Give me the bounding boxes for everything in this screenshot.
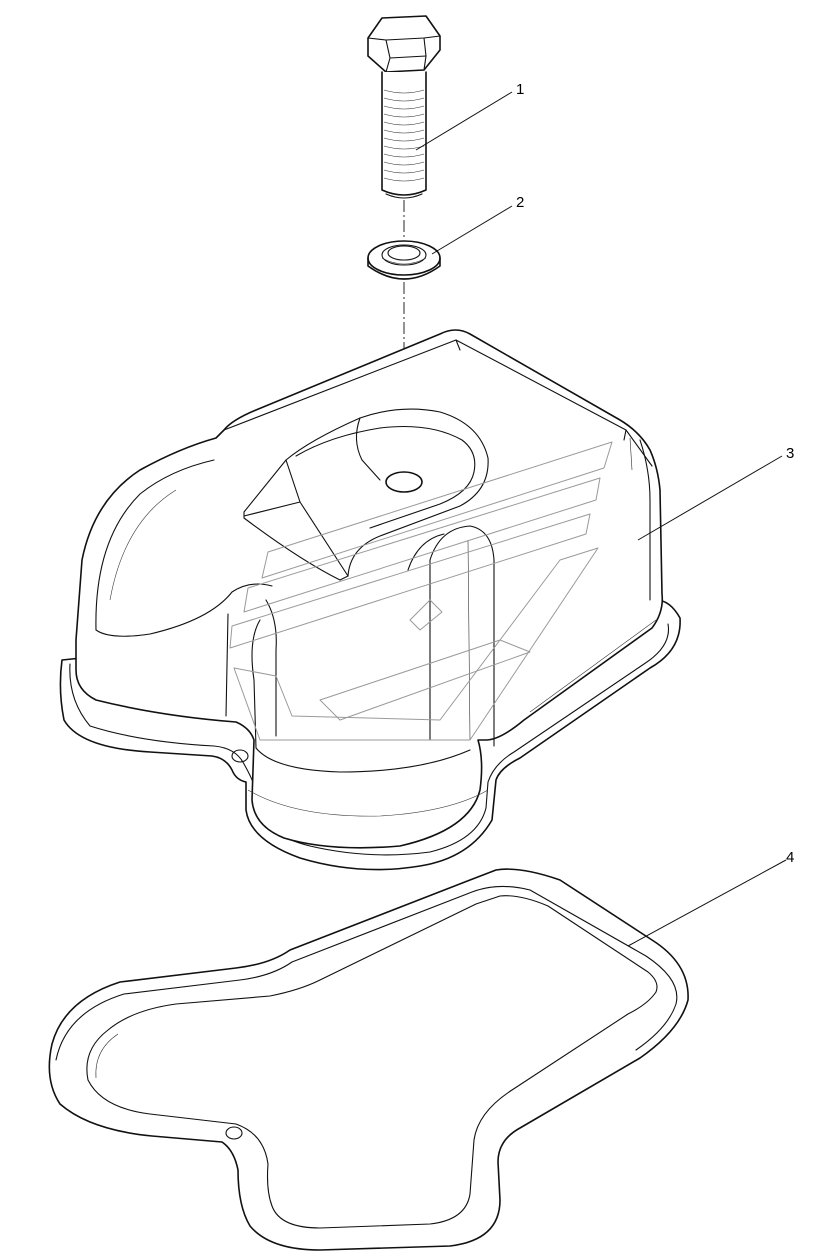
valve-cover-part	[59, 329, 681, 871]
leader-line-4	[627, 859, 787, 947]
callout-label-4: 4	[786, 849, 794, 866]
bolt-part	[367, 15, 441, 199]
callout-label-3: 3	[786, 445, 794, 462]
gasket-part	[48, 868, 689, 1251]
leader-line-1	[415, 91, 513, 151]
leader-line-2	[431, 205, 513, 255]
washer-part	[367, 240, 441, 280]
callout-label-2: 2	[516, 194, 524, 211]
callout-label-1: 1	[516, 81, 524, 98]
leader-lines	[415, 91, 787, 947]
leader-line-3	[637, 455, 783, 541]
watermark-logo	[229, 441, 613, 741]
